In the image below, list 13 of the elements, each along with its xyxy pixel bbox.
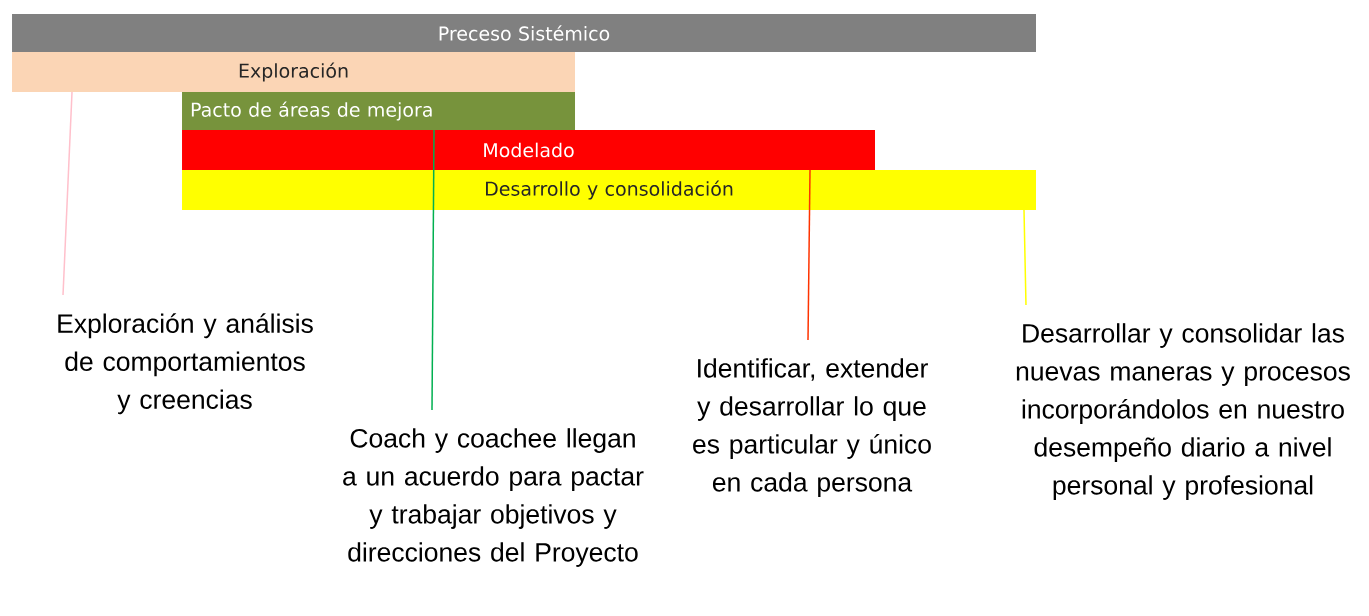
leader-line [1023,209,1027,306]
phase-bar: Desarrollo y consolidación [182,170,1036,210]
description-text: Desarrollar y consolidar las nuevas maneras y procesos incorporándolos en nuestro desempeño diario a nivel personal y profesional [1016,323,1350,500]
phase-bar: Modelado [182,130,875,170]
phase-bar: Preceso Sistémico [12,14,1036,52]
leader-line [62,91,73,296]
phase-bar: Exploración [12,52,575,92]
leader-line [431,129,435,411]
phase-bar: Pacto de áreas de mejora [182,92,575,130]
description-text: Identificar, extender y desarrollar lo que es particular y único en cada persona [693,358,931,497]
leader-line [807,169,811,341]
description-text: Coach y coachee llegan a un acuerdo para pactar y trabajar objetivos y direcciones del Proyecto [343,428,644,567]
description-text: Exploración y análisis de comportamientos y creencias [58,313,313,415]
